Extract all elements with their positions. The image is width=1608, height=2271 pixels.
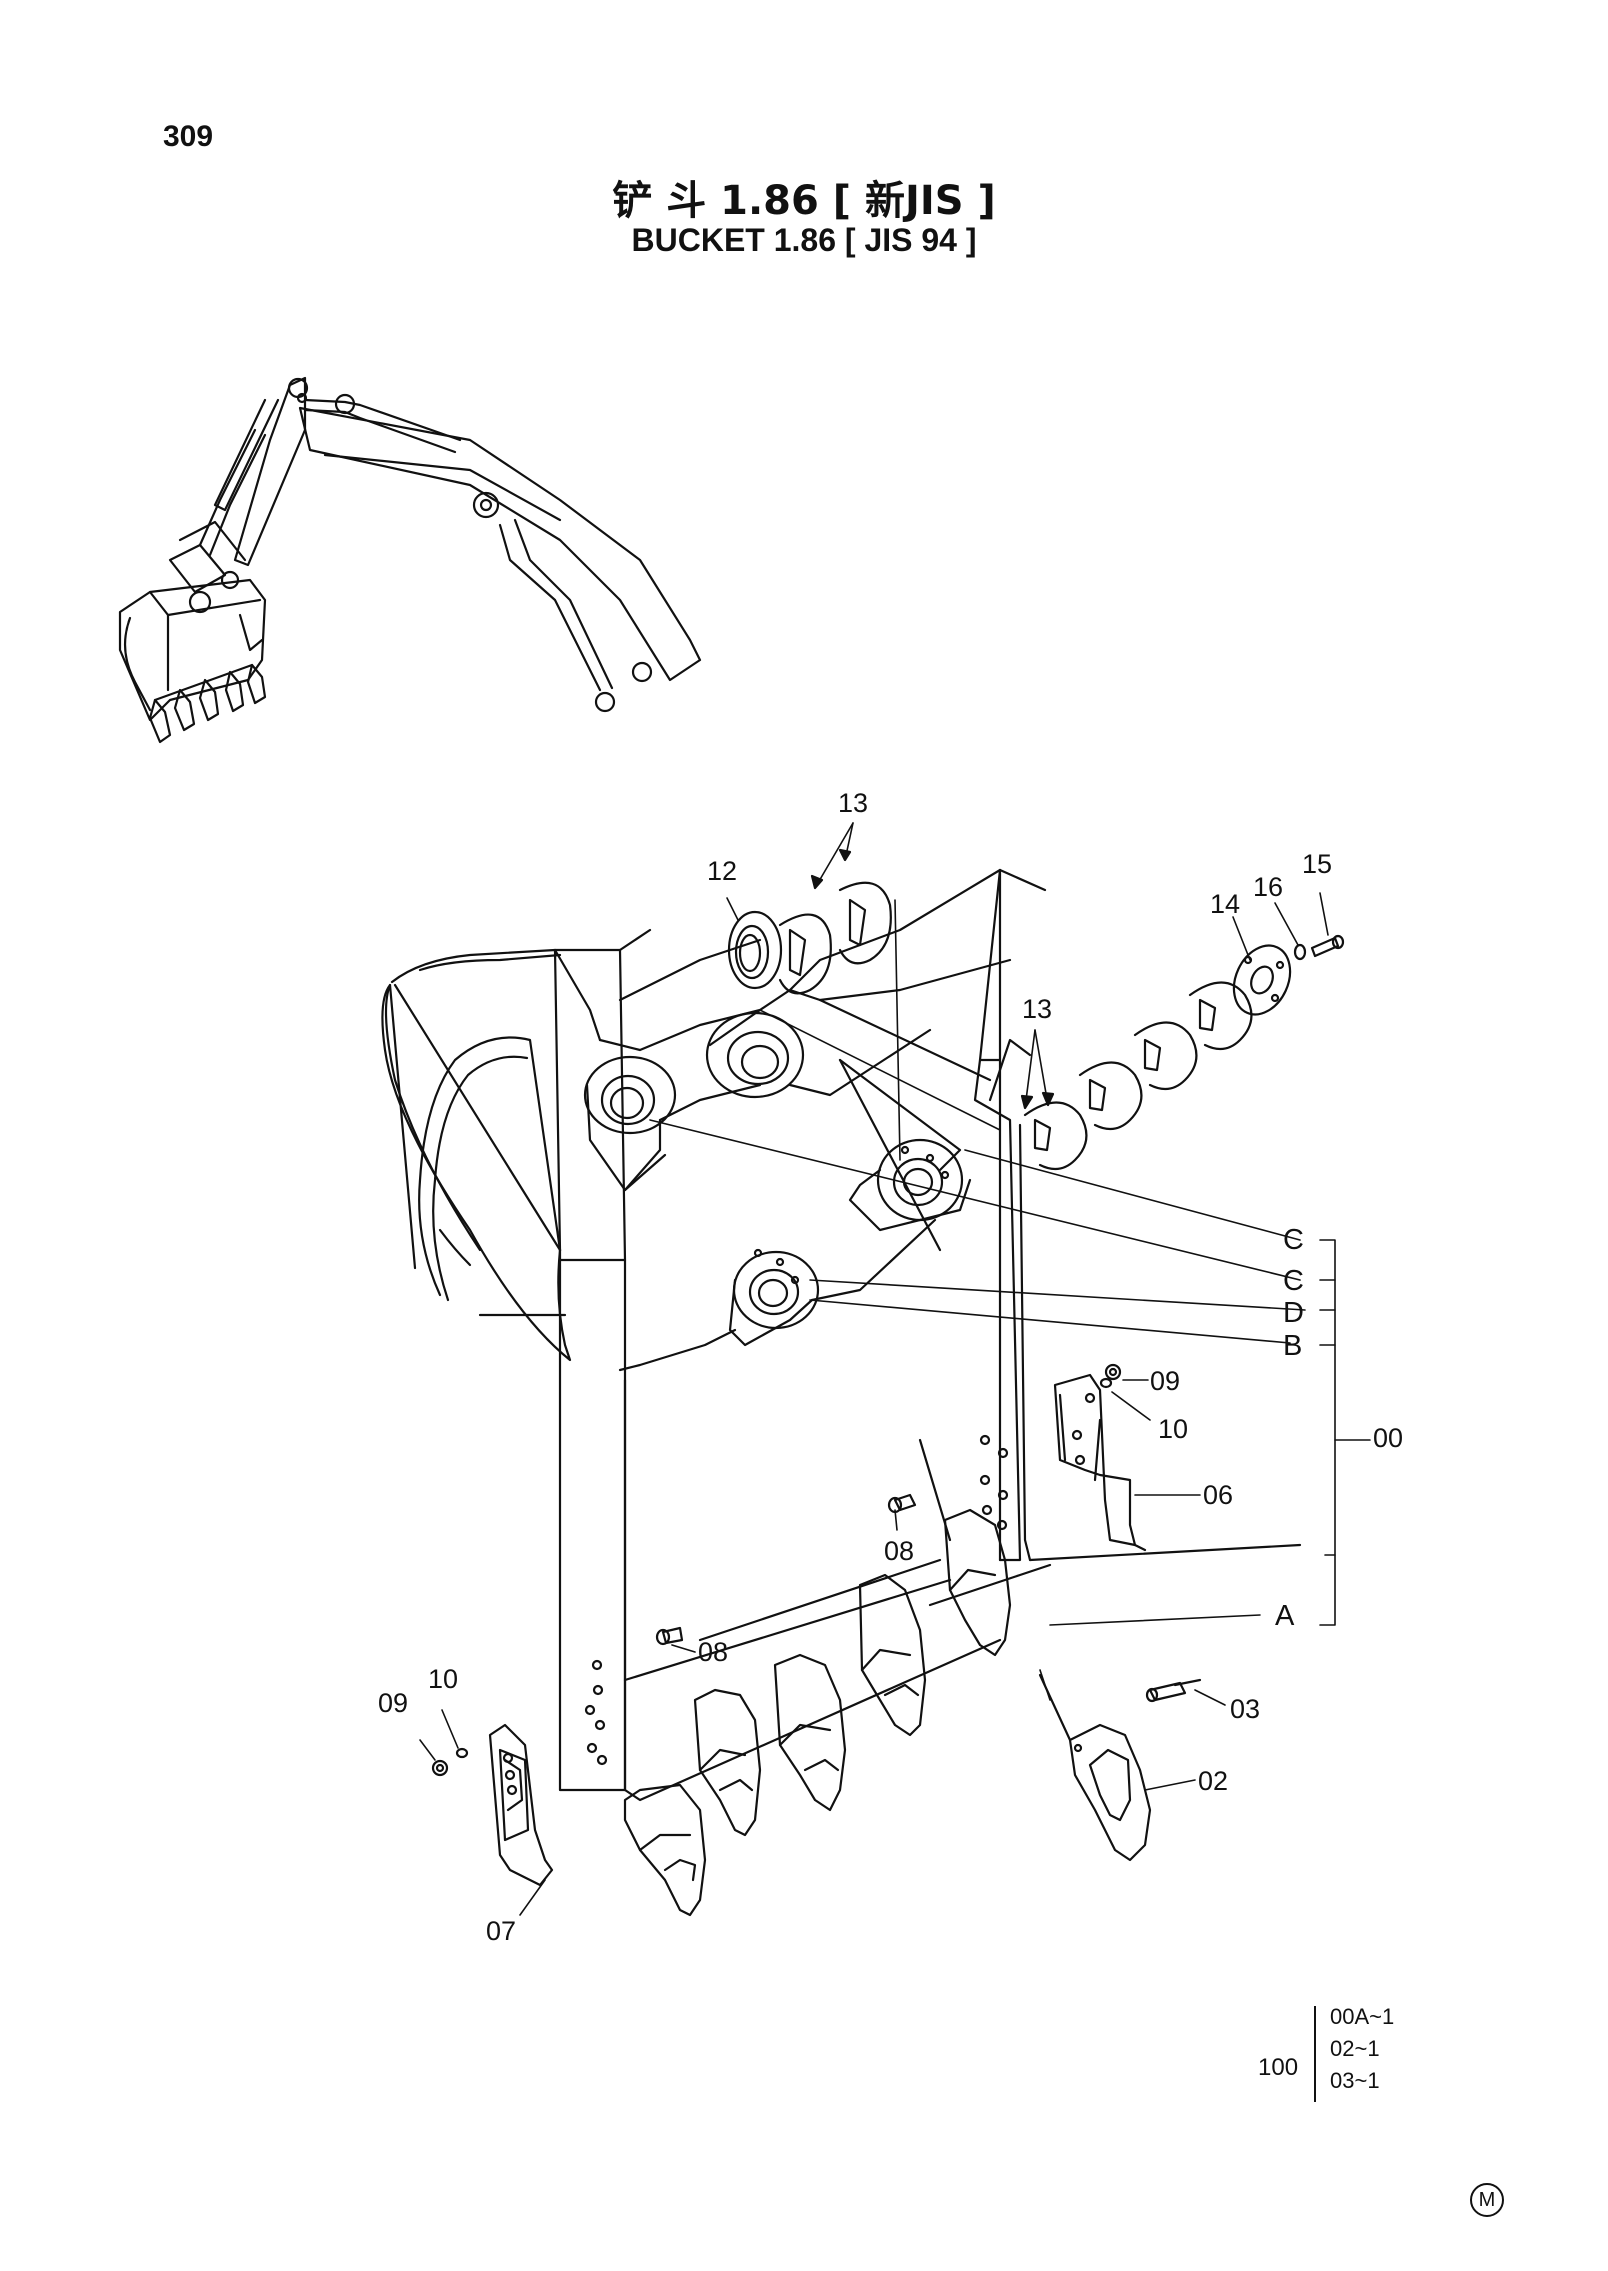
- callout-14: 14: [1210, 889, 1240, 919]
- callout-08-left: 08: [698, 1637, 728, 1667]
- callout-10-right: 10: [1158, 1414, 1188, 1444]
- variant-item: 03~1: [1330, 2068, 1380, 2093]
- plate-icon: [1053, 1373, 1147, 1552]
- callout-09-right: 09: [1150, 1366, 1180, 1396]
- callout-13-top: 13: [838, 788, 868, 818]
- variant-item: 00A~1: [1330, 2004, 1395, 2029]
- title-chinese: 铲 斗 1.86 [ 新JIS ]: [612, 178, 996, 224]
- m-mark: M: [1470, 2183, 1504, 2217]
- callout-15: 15: [1302, 849, 1332, 879]
- callout-10-left: 10: [428, 1664, 458, 1694]
- callout-09-left: 09: [378, 1688, 408, 1718]
- callout-d: D: [1283, 1297, 1304, 1329]
- callout-02: 02: [1198, 1766, 1228, 1796]
- pin-icon: [1145, 1678, 1202, 1703]
- callout-08-right: 08: [884, 1536, 914, 1566]
- callout-03: 03: [1230, 1694, 1260, 1724]
- shim-icon: [1023, 934, 1345, 1171]
- bucket-assembly-icon: [381, 868, 1302, 1802]
- callout-a: A: [1275, 1600, 1295, 1632]
- variant-item: 02~1: [1330, 2036, 1380, 2061]
- callout-b: B: [1283, 1330, 1302, 1362]
- callout-13-mid: 13: [1022, 994, 1052, 1024]
- excavator-overview-icon: [118, 376, 702, 744]
- shim-icon: [727, 881, 892, 995]
- callout-12: 12: [707, 856, 737, 886]
- callout-c-1: C: [1283, 1224, 1304, 1256]
- page-number: 309: [163, 120, 214, 153]
- callout-16: 16: [1253, 872, 1283, 902]
- callout-07: 07: [486, 1916, 516, 1946]
- variant-brace: [1314, 2006, 1326, 2102]
- variant-group-label: 100: [1258, 2054, 1299, 2081]
- title-english: BUCKET 1.86 [ JIS 94 ]: [631, 222, 977, 258]
- callout-c-2: C: [1283, 1265, 1304, 1297]
- plate-icon: [488, 1723, 554, 1887]
- variant-list: 00A~1 02~1 03~1: [1330, 2004, 1450, 2104]
- callout-06: 06: [1203, 1480, 1233, 1510]
- callout-00: 00: [1373, 1423, 1403, 1453]
- tooth-icon: [623, 1508, 1152, 1917]
